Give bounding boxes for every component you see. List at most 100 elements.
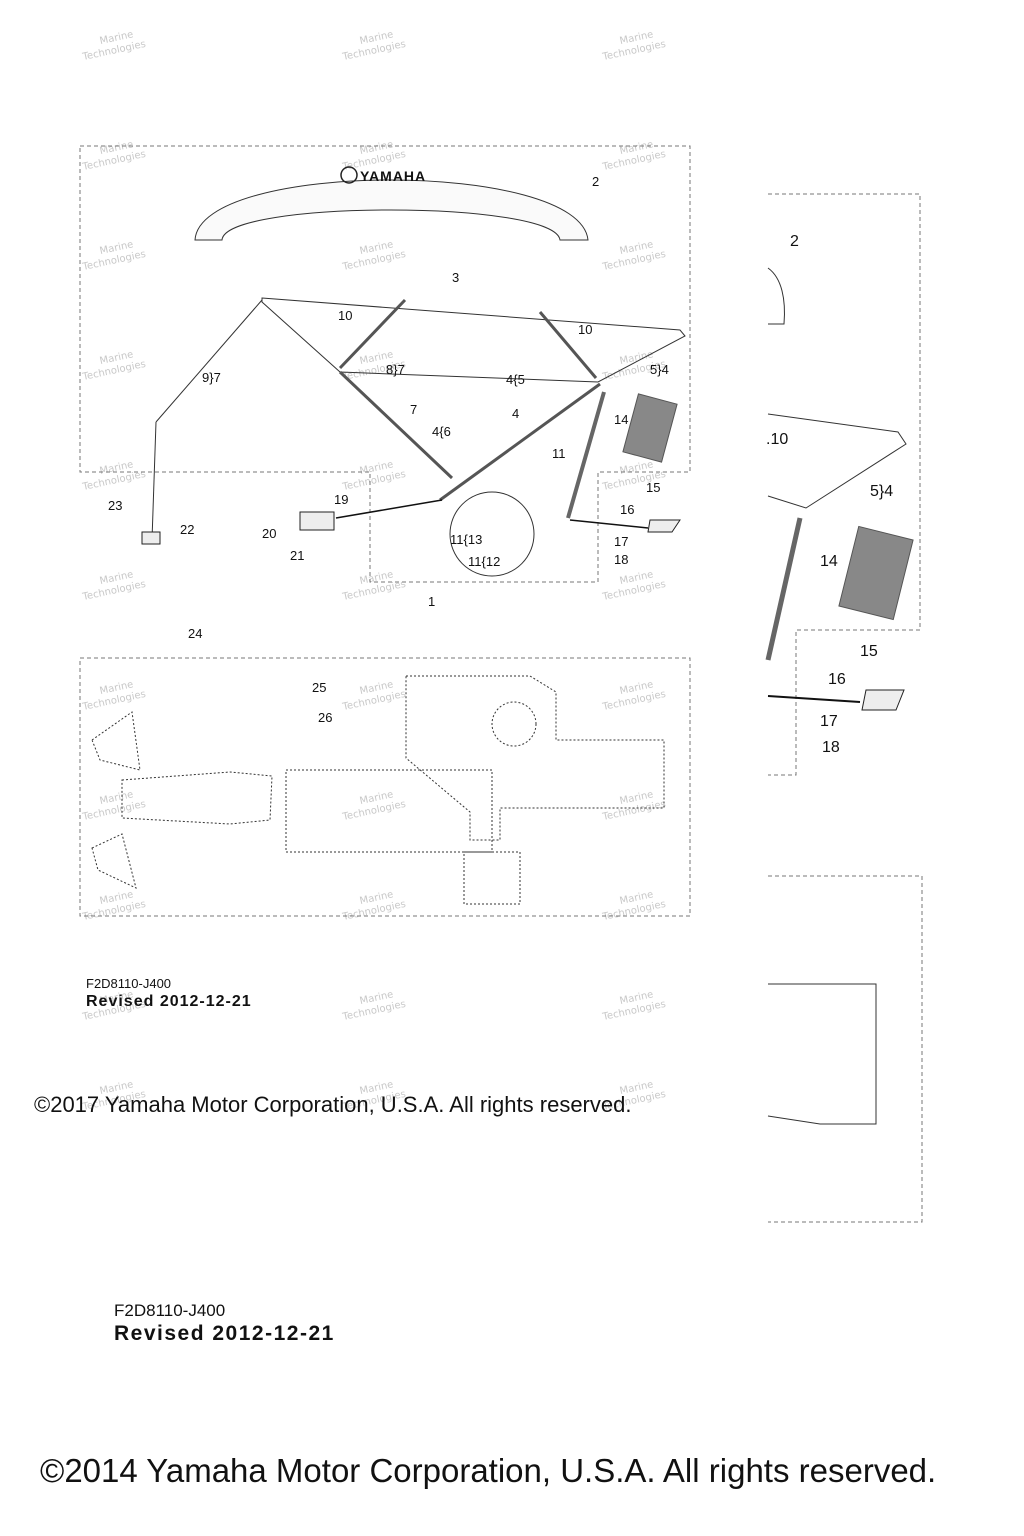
- callout-4: 4: [512, 406, 519, 421]
- document-code: F2D8110-J400: [86, 976, 171, 991]
- callout-11-13: 11{13: [450, 532, 482, 547]
- callout-17: 17: [614, 534, 628, 549]
- callout-11-12: 11{12: [468, 554, 500, 569]
- copyright-2017: ©2017 Yamaha Motor Corporation, U.S.A. A…: [34, 1092, 631, 1117]
- deck-hinge-15: [647, 519, 681, 533]
- callout-26: 26: [318, 710, 332, 725]
- callout-22: 22: [180, 522, 194, 537]
- callout-9-7: 9}7: [202, 370, 221, 385]
- callout-7: 7: [410, 402, 417, 417]
- callout-15: 15: [646, 480, 660, 495]
- callout-20: 20: [262, 526, 276, 541]
- frame-rod-4: [439, 382, 601, 502]
- bimini-top-group: [79, 145, 691, 583]
- copyright-2014: ©2014 Yamaha Motor Corporation, U.S.A. A…: [40, 1452, 936, 1489]
- callout-4-5: 4{5: [506, 372, 525, 387]
- rod-right: [765, 517, 803, 661]
- boot-right: [838, 525, 914, 621]
- mat-bow-left: [91, 711, 141, 771]
- callout-8-7: 8}7: [386, 362, 405, 377]
- callout-3: 3: [452, 270, 459, 285]
- callout-23: 23: [108, 498, 122, 513]
- yamaha-logo: YAMAHA: [340, 166, 426, 184]
- callout-4-6: 4{6: [432, 424, 451, 439]
- callout-2: 2: [592, 174, 599, 189]
- arrow-to-20: [335, 499, 443, 519]
- frame-top-part-3: [261, 297, 686, 383]
- visor-edge-right: [767, 267, 785, 325]
- arrow-to-15: [569, 519, 649, 529]
- revision-date: Revised 2012-12-21: [86, 993, 252, 1010]
- bracket-22: [141, 531, 161, 545]
- right-callout-10: .10: [766, 431, 788, 448]
- logo-text: YAMAHA: [360, 168, 426, 184]
- boot-14: [622, 393, 678, 463]
- strap-9: [155, 299, 263, 423]
- right-callout-15: 15: [860, 643, 878, 660]
- callout-21: 21: [290, 548, 304, 563]
- group-boundary-upper: [79, 145, 691, 583]
- callout-14: 14: [614, 412, 628, 427]
- mat-hatch: [463, 851, 521, 905]
- frame-rod-10b: [538, 311, 598, 379]
- mat-deck: [405, 675, 665, 841]
- frame-rod-7: [338, 370, 454, 480]
- callout-25: 25: [312, 680, 326, 695]
- document-code-large: F2D8110-J400: [114, 1301, 225, 1320]
- arrow-right: [767, 695, 861, 703]
- frame-rod-11: [566, 391, 606, 519]
- right-callout-17: 17: [820, 713, 838, 730]
- right-callouts: 2 .10 5}4 14 15 16 17 18: [766, 233, 893, 756]
- callout-19: 19: [334, 492, 348, 507]
- right-callout-14: 14: [820, 553, 838, 570]
- revision-date-large: Revised 2012-12-21: [114, 1322, 335, 1345]
- mat-helm: [121, 771, 273, 825]
- hinge-20: [299, 511, 335, 531]
- frame-right: [767, 413, 907, 509]
- visor-part-2: [194, 179, 589, 241]
- mat-bow-right: [91, 833, 137, 889]
- callout-24: 24: [188, 626, 202, 641]
- right-callout-18: 18: [822, 739, 840, 756]
- callout-10a: 10: [338, 308, 352, 323]
- callout-1: 1: [428, 594, 435, 609]
- mat-group: [79, 657, 691, 917]
- boundary-upper-right: [768, 193, 921, 776]
- detail-circle: [449, 491, 535, 577]
- upper-callouts: 2 3 10 10 9}7 8}7 4{5 5}4 7 4 14 4{6 11 …: [108, 174, 669, 725]
- frame-rod-10a: [338, 298, 407, 370]
- callout-10b: 10: [578, 322, 592, 337]
- panel-right: [767, 983, 877, 1125]
- tuning-fork-emblem-icon: [340, 166, 358, 184]
- boundary-lower-right: [768, 875, 923, 1223]
- mat-cutout: [491, 701, 537, 747]
- callout-18: 18: [614, 552, 628, 567]
- callout-16: 16: [620, 502, 634, 517]
